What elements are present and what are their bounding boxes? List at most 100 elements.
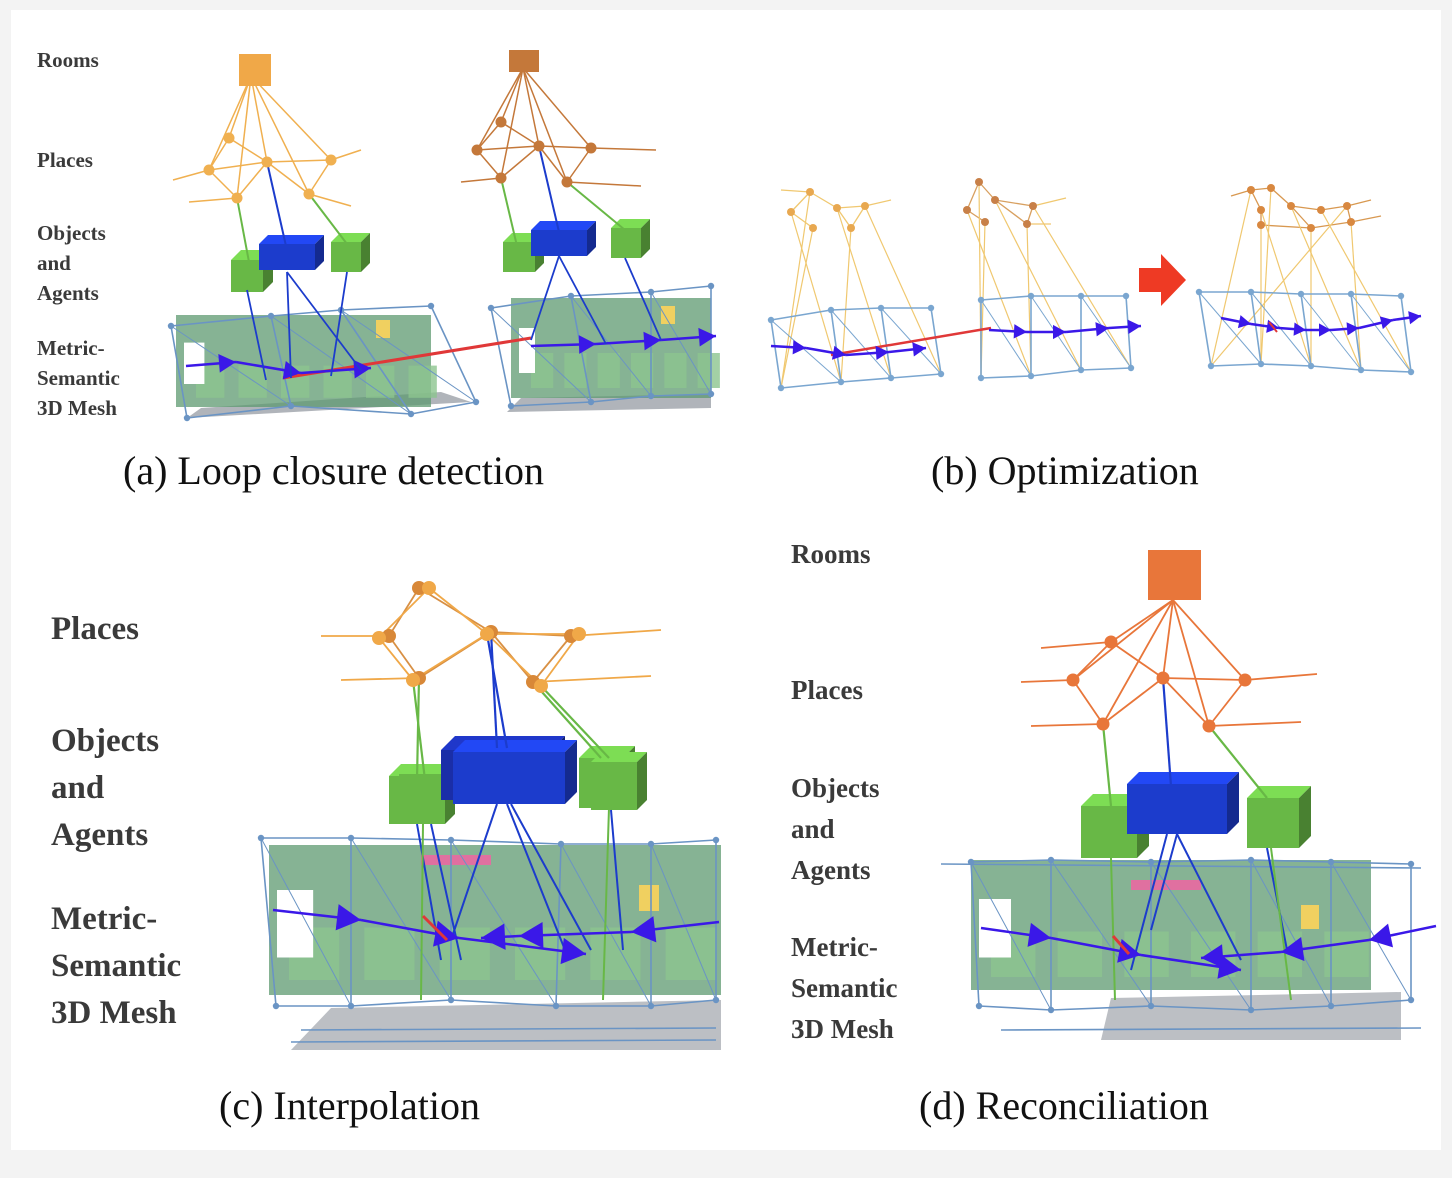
place-node — [572, 627, 586, 641]
place-object-edge — [308, 193, 348, 245]
place-node — [1029, 202, 1037, 210]
mesh-wire-edge — [650, 843, 717, 1001]
mesh-wire-edge — [1000, 1027, 1422, 1031]
place-node — [231, 192, 243, 204]
mesh-wire-edge — [170, 325, 188, 419]
mesh-wire-edge — [1330, 999, 1412, 1007]
mesh-wire-edge — [260, 837, 277, 1007]
mesh-wire-edge — [650, 999, 717, 1007]
place-edge — [266, 159, 332, 163]
object-mesh-edge — [1176, 833, 1242, 961]
mesh-wire-node — [1047, 1006, 1055, 1014]
place-edge — [228, 137, 268, 163]
place-edge — [1072, 641, 1112, 681]
place-node — [861, 202, 869, 210]
place-edge — [428, 587, 488, 635]
room-node — [509, 50, 539, 72]
agent-pose-arrow — [1408, 311, 1421, 325]
mesh-wire-node — [712, 996, 720, 1004]
mesh-wire-node — [837, 378, 845, 386]
mesh-wire-node — [287, 402, 295, 410]
object-mesh-edge — [624, 257, 662, 341]
mesh-wire-edge — [186, 405, 292, 419]
agent-pose-arrow — [1369, 923, 1394, 948]
mesh-wire-node — [1257, 360, 1265, 368]
place-node — [1104, 635, 1118, 649]
place-edge — [790, 191, 811, 213]
mesh-wire-node — [1122, 292, 1130, 300]
mesh-wire-node — [1407, 860, 1415, 868]
layer-label-objects-agents: Objects and Agents — [51, 723, 160, 853]
agent-pose-arrow — [643, 331, 661, 351]
agent-pose-arrow — [578, 335, 596, 354]
mesh-wire-node — [1407, 996, 1415, 1004]
mesh-wire-node — [1307, 362, 1315, 370]
mesh-wire-edge — [880, 307, 892, 379]
place-edge — [308, 159, 332, 195]
place-edge — [500, 145, 540, 179]
agent-pose-arrow — [1127, 319, 1141, 334]
mesh-doorway — [277, 890, 314, 958]
mesh-wire-edge — [430, 305, 477, 403]
place-node — [1347, 218, 1355, 226]
mesh-wire-edge — [1050, 1005, 1152, 1011]
agent-pose-arrow — [218, 354, 236, 373]
mesh-object-blob — [597, 353, 620, 388]
place-node — [1287, 202, 1295, 210]
room-place-edge — [500, 67, 524, 179]
place-edge — [538, 145, 568, 183]
place-edge — [412, 633, 488, 681]
agent-pose-arrow — [1346, 322, 1359, 336]
place-node — [1247, 186, 1255, 194]
place-edge — [850, 205, 866, 229]
optimization-step-arrow — [1139, 254, 1186, 306]
place-edge — [994, 199, 1028, 225]
mesh-wire-edge — [340, 309, 477, 403]
place-object-edge — [1101, 723, 1113, 807]
agent-pose-arrow — [1117, 939, 1141, 963]
object-cube — [1247, 798, 1299, 848]
place-node — [1307, 224, 1315, 232]
mesh-wire-edge — [1080, 295, 1132, 369]
mesh-wire-node — [1195, 288, 1203, 296]
place-mesh-edge — [1210, 189, 1252, 367]
place-node — [203, 164, 215, 176]
place-edge — [566, 147, 592, 183]
room-place-edge — [228, 75, 252, 139]
mesh-wire-node — [1357, 366, 1365, 374]
object-mesh-edge — [1270, 847, 1292, 1001]
mesh-wire-edge — [780, 381, 842, 389]
place-object-edge — [236, 197, 250, 263]
agent-pose-arrow — [1027, 922, 1051, 947]
place-node — [561, 176, 573, 188]
loop-closure-edge — [830, 326, 992, 357]
mesh-object-blob — [697, 353, 720, 388]
place-node — [847, 224, 855, 232]
place-edge — [809, 191, 838, 209]
place-mesh-edge — [864, 205, 942, 375]
place-edge — [236, 161, 268, 199]
mesh-wire-node — [487, 304, 495, 312]
mesh-wire-node — [1327, 1002, 1335, 1010]
place-edge — [1290, 205, 1312, 229]
place-edge — [790, 211, 814, 229]
mesh-wire-node — [707, 282, 715, 290]
mesh-wire-edge — [1250, 1005, 1332, 1011]
place-node — [422, 581, 436, 595]
mesh-wire-node — [507, 402, 515, 410]
mesh-wire-edge — [350, 837, 452, 1001]
place-node — [806, 188, 814, 196]
place-edge — [978, 181, 996, 201]
place-edge — [532, 635, 572, 683]
mesh-wire-node — [1027, 372, 1035, 380]
mesh-wire-node — [567, 292, 575, 300]
place-node — [495, 172, 507, 184]
mesh-wire-edge — [555, 843, 562, 1007]
place-node — [833, 204, 841, 212]
mesh-object-blob — [564, 353, 587, 388]
object-mesh-edge — [1130, 833, 1168, 971]
place-object-edge — [485, 633, 509, 749]
mesh-wire-edge — [930, 307, 942, 375]
agent-pose-arrow — [1013, 324, 1027, 339]
place-edge — [1072, 679, 1104, 725]
